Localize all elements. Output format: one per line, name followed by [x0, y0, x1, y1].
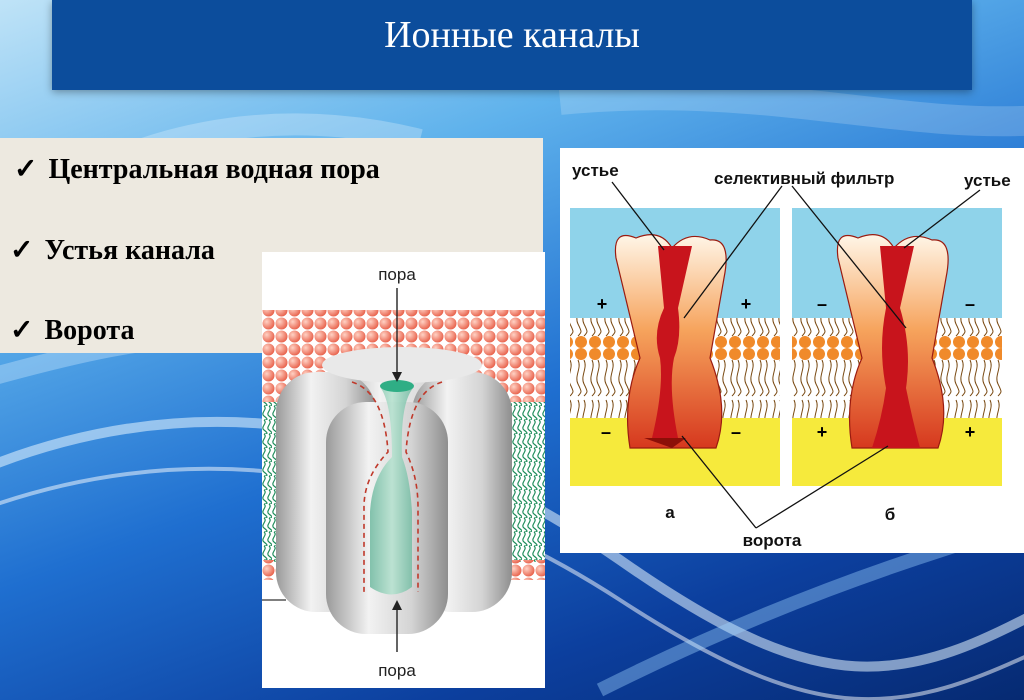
bullet-item: ✓ Центральная водная пора — [14, 152, 380, 186]
slide-title: Ионные каналы — [384, 14, 640, 56]
bullet-text: Устья канала — [44, 235, 215, 266]
label-gates: ворота — [743, 531, 802, 550]
sign-a-top-right: + — [741, 294, 752, 314]
sign-a-top-left: + — [597, 294, 608, 314]
bullet-item: ✓ Ворота — [10, 313, 134, 347]
bullet-text: Центральная водная пора — [48, 154, 380, 185]
bullet-item: ✓ Устья канала — [10, 233, 215, 267]
pore-label-bottom: пора — [378, 661, 416, 680]
pore-channel — [370, 387, 414, 595]
panel-b — [792, 208, 1002, 486]
sign-a-bottom-left: – — [601, 422, 611, 442]
label-mouth-right: устье — [964, 171, 1011, 190]
sign-b-top-left: – — [817, 294, 827, 314]
ion-channel-3d-diagram: пора пора — [262, 252, 545, 688]
panel-a — [570, 208, 780, 486]
bullet-text: Ворота — [44, 315, 135, 346]
check-icon: ✓ — [14, 154, 38, 185]
panel-a-label: а — [665, 503, 675, 522]
sign-b-top-right: – — [965, 294, 975, 314]
pore-label-top: пора — [378, 265, 416, 284]
panel-b-label: б — [885, 505, 896, 524]
leader-lines — [611, 181, 981, 529]
selective-filter-diagram: + + – – – – + + устье селективный фильтр… — [560, 148, 1024, 553]
check-icon: ✓ — [10, 235, 34, 266]
sign-b-bottom-left: + — [817, 422, 828, 442]
title-bar: Ионные каналы — [52, 0, 972, 90]
sign-b-bottom-right: + — [965, 422, 976, 442]
sign-a-bottom-right: – — [731, 422, 741, 442]
label-mouth-left: устье — [572, 161, 619, 180]
check-icon: ✓ — [10, 315, 34, 346]
label-selective-filter: селективный фильтр — [714, 169, 894, 188]
